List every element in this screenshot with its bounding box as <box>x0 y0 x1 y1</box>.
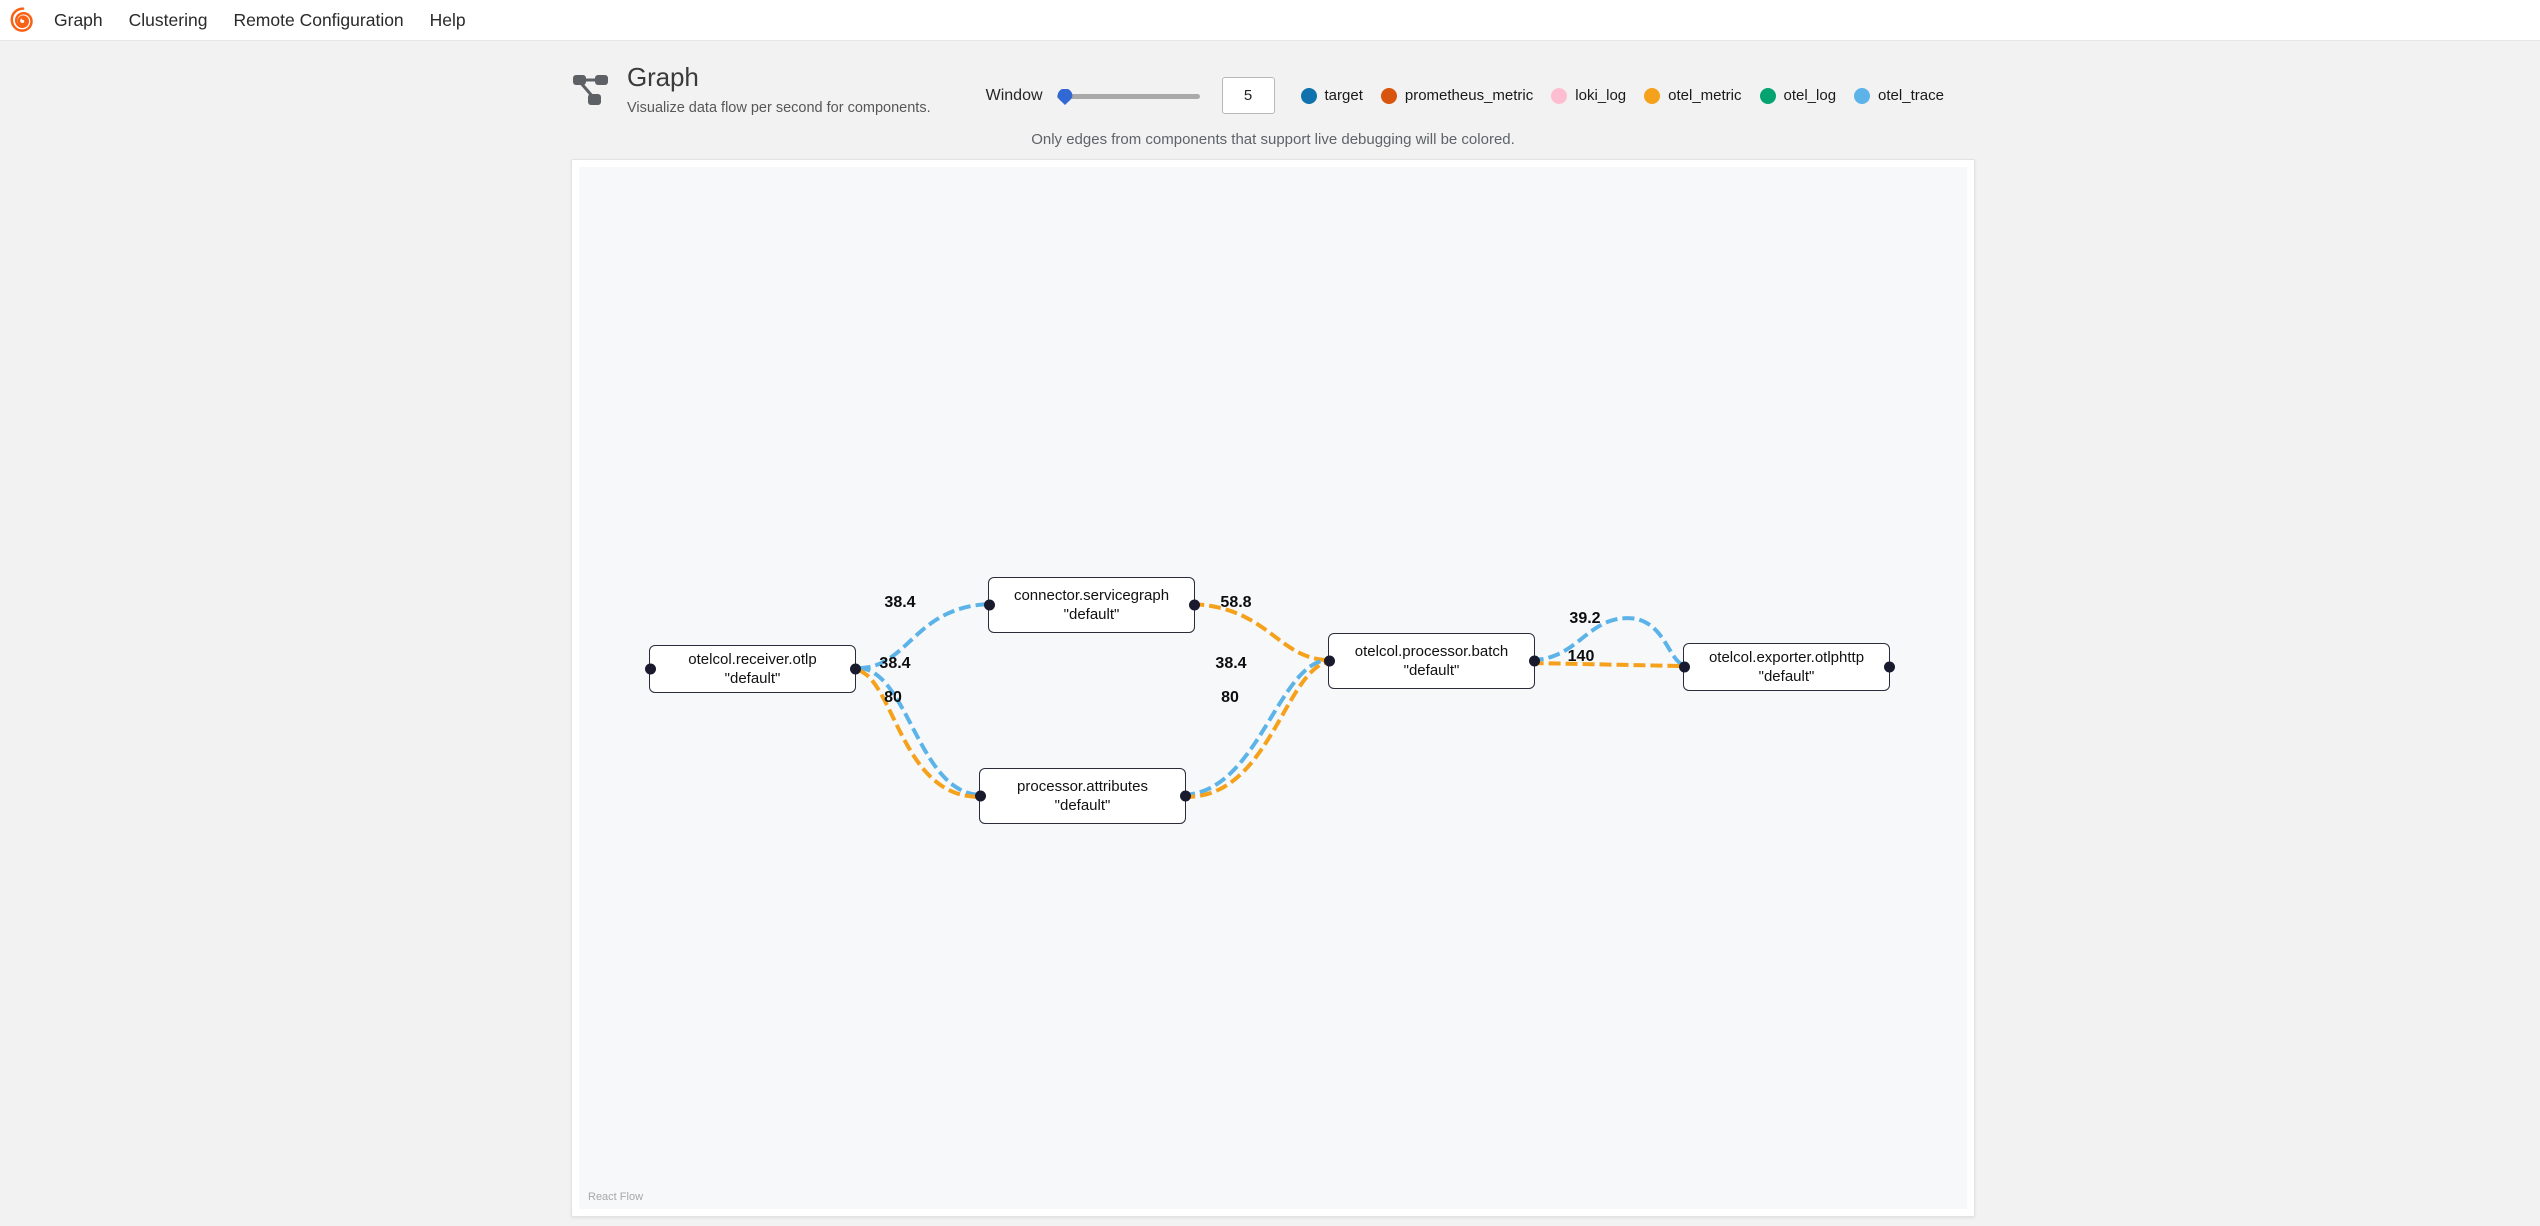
edge-attributes-batch-metric <box>1183 659 1330 799</box>
edge-label-batch-exporter-trace: 39.2 <box>1569 610 1601 627</box>
node-handle-left[interactable] <box>644 663 656 675</box>
legend-label-otel-trace: otel_trace <box>1878 87 1944 104</box>
title-block: Graph Visualize data flow per second for… <box>571 62 931 116</box>
graph-node-label: otelcol.exporter.otlphttp"default" <box>1708 648 1865 685</box>
graph-node-attributes[interactable]: processor.attributes"default" <box>974 768 1191 824</box>
legend-item-otel-metric[interactable]: otel_metric <box>1644 87 1742 104</box>
edge-label-attributes-batch-metric: 80 <box>1221 689 1239 706</box>
legend-label-otel-log: otel_log <box>1783 87 1837 104</box>
slider-rail <box>1056 93 1200 99</box>
window-slider[interactable] <box>1056 85 1200 107</box>
nav-link-help[interactable]: Help <box>429 9 466 30</box>
header-row: Graph Visualize data flow per second for… <box>571 41 1975 131</box>
node-handle-left[interactable] <box>1323 655 1335 667</box>
edge-label-receiver-servicegraph: 38.4 <box>884 594 916 611</box>
node-handle-right[interactable] <box>1179 790 1191 802</box>
legend-label-otel-metric: otel_metric <box>1668 87 1742 104</box>
node-handle-left[interactable] <box>974 790 986 802</box>
graph-node-exporter[interactable]: otelcol.exporter.otlphttp"default" <box>1678 643 1895 691</box>
node-graph-icon <box>571 71 611 109</box>
legend-dot-target <box>1300 87 1317 104</box>
edge-batch-exporter-trace <box>1531 616 1685 667</box>
legend-dot-prometheus-metric <box>1380 87 1397 104</box>
edge-label-receiver-attributes-metric: 80 <box>884 689 902 706</box>
legend-label-loki-log: loki_log <box>1575 87 1627 104</box>
alloy-spiral-logo[interactable] <box>9 6 37 34</box>
edge-label-batch-exporter-metric: 140 <box>1567 648 1595 665</box>
node-handle-right[interactable] <box>1188 599 1200 611</box>
edge-label-attributes-batch-trace: 38.4 <box>1215 655 1247 672</box>
edge-receiver-servicegraph-trace <box>858 602 990 671</box>
node-handle-right[interactable] <box>1528 655 1540 667</box>
edge-label-receiver-attributes-trace: 38.4 <box>879 655 911 672</box>
content-column: Graph Visualize data flow per second for… <box>571 41 1975 1217</box>
nav-link-graph[interactable]: Graph <box>54 9 103 30</box>
legend-dot-otel-metric <box>1644 87 1661 104</box>
signal-legend: target prometheus_metric loki_log otel_m… <box>1300 87 1944 104</box>
edge-servicegraph-batch-metric <box>1192 602 1330 663</box>
window-value-input[interactable]: 5 <box>1221 77 1275 114</box>
legend-item-loki-log[interactable]: loki_log <box>1551 87 1626 104</box>
edge-receiver-attributes-metric <box>857 668 981 799</box>
edges-layer <box>857 602 1685 799</box>
react-flow-pane[interactable]: otelcol.receiver.otlp"default" connector… <box>579 167 1967 1209</box>
page-body: Graph Visualize data flow per second for… <box>0 41 2540 1226</box>
graph-node-servicegraph[interactable]: connector.servicegraph"default" <box>983 577 1200 633</box>
nav-links: Graph Clustering Remote Configuration He… <box>54 0 479 41</box>
node-handle-right[interactable] <box>849 663 861 675</box>
graph-node-label: processor.attributes"default" <box>1017 777 1148 814</box>
legend-dot-otel-trace <box>1854 87 1871 104</box>
nav-link-remote-configuration[interactable]: Remote Configuration <box>233 9 404 30</box>
edge-batch-exporter-metric <box>1531 661 1684 669</box>
edge-label-servicegraph-batch: 58.8 <box>1220 594 1252 611</box>
graph-node-batch[interactable]: otelcol.processor.batch"default" <box>1323 633 1540 689</box>
node-handle-left[interactable] <box>1678 661 1690 673</box>
graph-node-label: otelcol.receiver.otlp"default" <box>688 650 817 687</box>
graph-node-label: otelcol.processor.batch"default" <box>1354 642 1509 679</box>
legend-item-otel-trace[interactable]: otel_trace <box>1854 87 1944 104</box>
top-navbar: Graph Clustering Remote Configuration He… <box>0 0 2540 41</box>
title-text: Graph Visualize data flow per second for… <box>627 62 931 116</box>
legend-label-target: target <box>1324 87 1363 104</box>
react-flow-attribution[interactable]: React Flow <box>588 1191 644 1203</box>
page-subtitle: Visualize data flow per second for compo… <box>627 99 931 116</box>
legend-label-prometheus-metric: prometheus_metric <box>1404 87 1534 104</box>
nav-link-clustering[interactable]: Clustering <box>128 9 208 30</box>
edge-attributes-batch-trace <box>1183 657 1330 797</box>
edge-receiver-attributes-trace <box>858 665 981 797</box>
node-handle-right[interactable] <box>1883 661 1895 673</box>
legend-dot-otel-log <box>1759 87 1776 104</box>
legend-item-otel-log[interactable]: otel_log <box>1759 87 1837 104</box>
slider-thumb[interactable] <box>1057 87 1073 105</box>
graph-canvas-card: otelcol.receiver.otlp"default" connector… <box>571 159 1975 1217</box>
debug-notice: Only edges from components that support … <box>1031 131 1515 148</box>
legend-item-target[interactable]: target <box>1300 87 1363 104</box>
legend-item-prometheus-metric[interactable]: prometheus_metric <box>1380 87 1534 104</box>
graph-node-receiver[interactable]: otelcol.receiver.otlp"default" <box>644 645 861 693</box>
graph-node-label: connector.servicegraph"default" <box>1013 586 1170 623</box>
node-handle-left[interactable] <box>983 599 995 611</box>
controls-bar: Window 5 target <box>986 77 1944 114</box>
legend-dot-loki-log <box>1551 87 1568 104</box>
window-label: Window <box>985 86 1043 104</box>
page-title: Graph <box>627 62 699 92</box>
